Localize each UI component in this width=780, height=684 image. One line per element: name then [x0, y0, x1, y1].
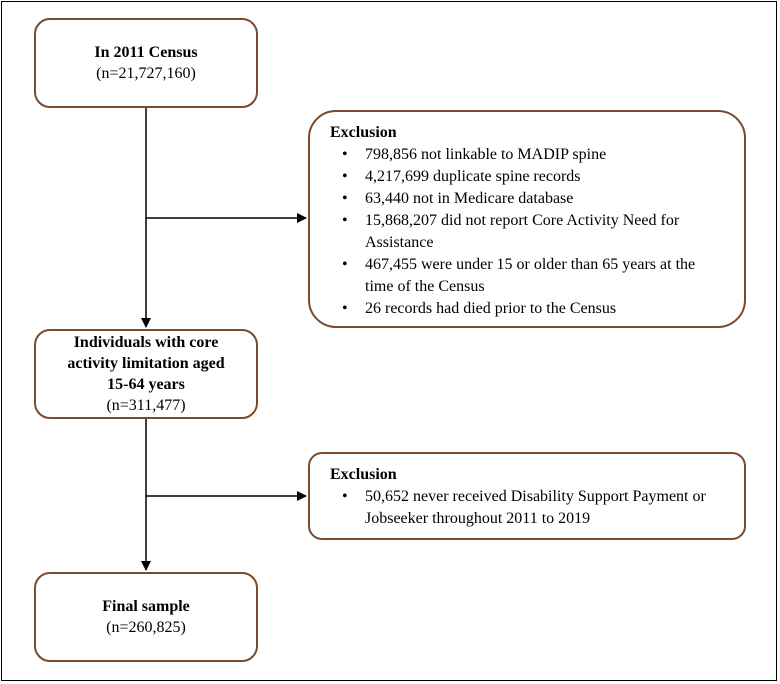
exclusion-1-item: 798,856 not linkable to MADIP spine [330, 144, 726, 166]
final-sample-count: (n=260,825) [106, 619, 186, 636]
core-activity-title-line3: 15-64 years [107, 376, 185, 393]
final-sample-box: Final sample (n=260,825) [34, 572, 258, 662]
exclusion-box-2: Exclusion 50,652 never received Disabili… [308, 452, 746, 540]
final-sample-title: Final sample [102, 598, 190, 615]
core-activity-title-line2: activity limitation aged [67, 355, 225, 372]
exclusion-1-list: 798,856 not linkable to MADIP spine 4,21… [330, 144, 726, 320]
census-box: In 2011 Census (n=21,727,160) [34, 18, 258, 108]
exclusion-1-item: 4,217,699 duplicate spine records [330, 166, 726, 188]
core-activity-box: Individuals with core activity limitatio… [34, 329, 258, 419]
exclusion-2-list: 50,652 never received Disability Support… [330, 486, 726, 530]
exclusion-1-item: 63,440 not in Medicare database [330, 188, 726, 210]
core-activity-title-line1: Individuals with core [73, 334, 219, 351]
exclusion-box-1: Exclusion 798,856 not linkable to MADIP … [308, 110, 746, 328]
exclusion-2-header: Exclusion [330, 466, 397, 483]
core-activity-count: (n=311,477) [106, 397, 186, 414]
exclusion-1-header: Exclusion [330, 124, 397, 141]
exclusion-1-item: 15,868,207 did not report Core Activity … [330, 210, 726, 254]
exclusion-1-item: 467,455 were under 15 or older than 65 y… [330, 254, 726, 298]
census-count: (n=21,727,160) [96, 65, 196, 82]
census-title: In 2011 Census [94, 44, 198, 61]
exclusion-1-item: 26 records had died prior to the Census [330, 298, 726, 320]
exclusion-2-item: 50,652 never received Disability Support… [330, 486, 726, 530]
